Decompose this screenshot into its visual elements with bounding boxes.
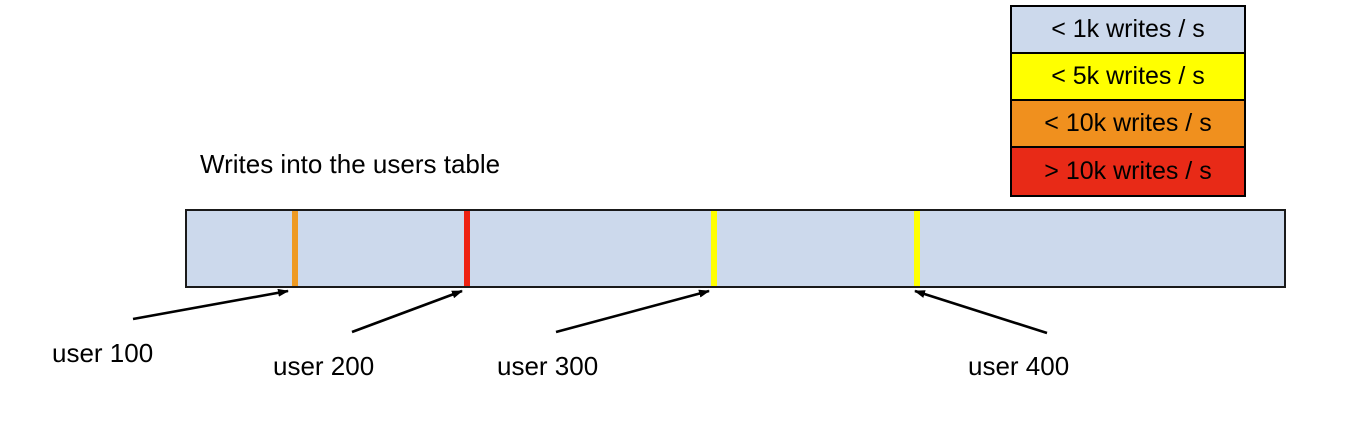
user-400-stripe [914, 211, 920, 286]
legend-row-lt-10k: < 10k writes / s [1012, 101, 1244, 148]
arrow-user-200 [351, 289, 463, 334]
user-100-stripe [292, 211, 298, 286]
bar-caption: Writes into the users table [200, 149, 501, 179]
label-user-100: user 100 [52, 338, 154, 368]
arrow-user-100 [132, 288, 289, 321]
user-200-stripe [464, 211, 470, 286]
arrow-user-300 [555, 289, 710, 334]
legend-row-gt-10k: > 10k writes / s [1012, 148, 1244, 195]
label-user-300: user 300 [497, 351, 599, 381]
user-300-stripe [711, 211, 717, 286]
arrow-user-400 [914, 289, 1048, 335]
users-table-bar [185, 209, 1286, 288]
legend-row-lt-5k: < 5k writes / s [1012, 54, 1244, 101]
legend-label-gt-10k: > 10k writes / s [1044, 157, 1212, 185]
label-user-400: user 400 [968, 351, 1070, 381]
legend-label-lt-1k: < 1k writes / s [1051, 15, 1205, 43]
label-user-200: user 200 [273, 351, 375, 381]
legend-row-lt-1k: < 1k writes / s [1012, 7, 1244, 54]
legend-label-lt-5k: < 5k writes / s [1051, 62, 1205, 90]
writes-legend: < 1k writes / s < 5k writes / s < 10k wr… [1010, 5, 1246, 197]
legend-label-lt-10k: < 10k writes / s [1044, 109, 1212, 137]
